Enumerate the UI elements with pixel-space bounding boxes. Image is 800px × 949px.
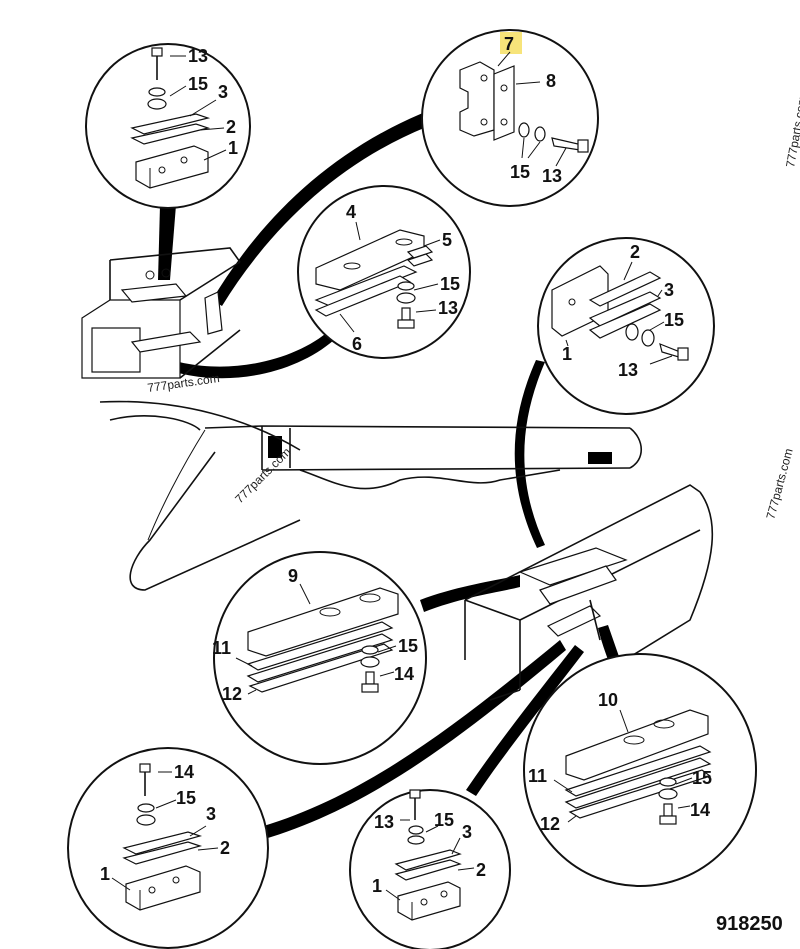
callout-4-label-2: 2 [630,242,640,262]
callout-7-label-1: 1 [100,864,110,884]
leader-c2 [212,110,434,306]
callout-5-label-15: 15 [398,636,418,656]
boom-end-upper [81,247,301,451]
callout-3-label-6: 6 [352,334,362,354]
figure-id: 918250 [716,913,783,935]
callout-1-label-1: 1 [228,138,238,158]
callout-5-label-12: 12 [222,684,242,704]
leader-c8 [466,645,584,796]
callout-6-label-12: 12 [540,814,560,834]
callout-8-label-2: 2 [476,860,486,880]
leader-c1 [158,205,176,280]
callout-7-label-2: 2 [220,838,230,858]
callout-4-parts [551,261,689,365]
callout-1-label-13: 13 [188,46,208,66]
callout-8-parts [385,789,475,921]
callout-4-label-13: 13 [618,360,638,380]
callout-6-label-15: 15 [692,768,712,788]
callout-5-label-14: 14 [394,664,414,684]
callout-1-label-3: 3 [218,82,228,102]
callout-2-parts [459,32,589,167]
callout-7-parts [111,763,219,911]
callout-6-label-14: 14 [690,800,710,820]
callout-8-label-15: 15 [434,810,454,830]
callout-6-label-10: 10 [598,690,618,710]
callout-8-label-13: 13 [374,812,394,832]
callout-2-label-13: 13 [542,166,562,186]
callout-3-parts [314,221,441,333]
callout-2-label-7: 7 [504,34,514,54]
callout-7-label-14: 14 [174,762,194,782]
callout-1-label-2: 2 [226,117,236,137]
watermark-4: 777parts.com [763,447,795,521]
watermark-1: 777parts.com [783,94,800,168]
callout-5-parts [235,583,399,695]
leader-c7 [250,640,566,842]
callout-5-label-9: 9 [288,566,298,586]
callout-6-label-11: 11 [528,766,547,786]
leader-c5 [420,575,520,612]
callout-3-label-15: 15 [440,274,460,294]
callout-2-label-15: 15 [510,162,530,182]
callout-3-label-5: 5 [442,230,452,250]
callout-4-label-1: 1 [562,344,572,364]
callout-3-label-13: 13 [438,298,458,318]
part-7-highlight [500,32,522,54]
callout-7-label-15: 15 [176,788,196,808]
callout-5-label-11: 11 [212,638,231,658]
callout-4-label-3: 3 [664,280,674,300]
callout-7-label-3: 3 [206,804,216,824]
callout-2-label-8: 8 [546,71,556,91]
callout-8-label-3: 3 [462,822,472,842]
callout-8-label-1: 1 [372,876,382,896]
watermark-3: 777parts.com [232,445,293,506]
callout-1-parts [130,47,227,189]
callout-6-parts [553,709,712,825]
callout-3-label-4: 4 [346,202,356,222]
boom-assembly [109,415,714,701]
leader-c4 [514,360,545,548]
callout-1-label-15: 15 [188,74,208,94]
callout-4-label-15: 15 [664,310,684,330]
